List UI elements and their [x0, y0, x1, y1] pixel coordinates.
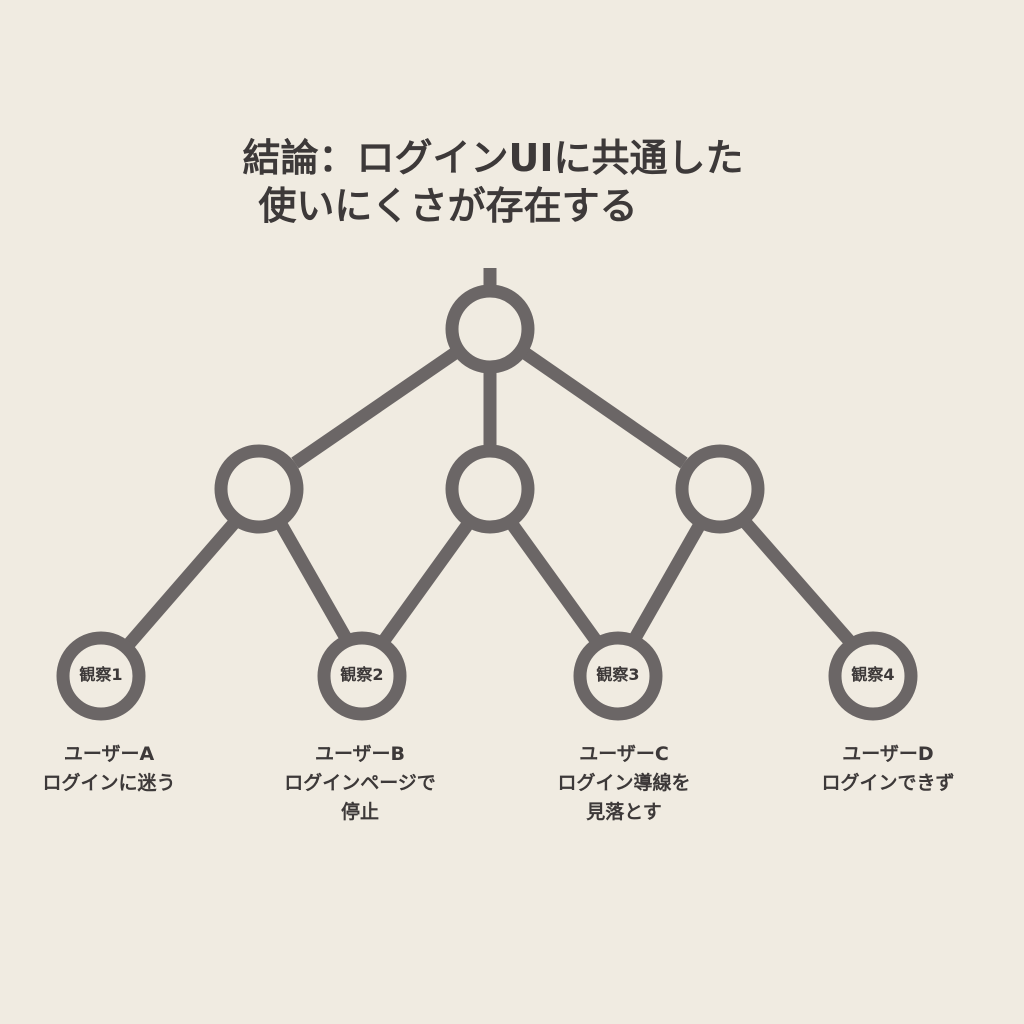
observation-node-2: [317, 631, 407, 721]
edge-mid1-obs1: [124, 517, 240, 649]
edge-mid1-obs2: [276, 522, 353, 644]
observation-caption-3: ユーザーC ログイン導線を 見落とす: [514, 740, 734, 827]
observation-node-3: [573, 631, 663, 721]
observation-caption-1: ユーザーA ログインに迷う: [0, 740, 219, 798]
caption-desc-1: ログインに迷う: [42, 772, 176, 794]
observation-label-3: 観察3: [596, 665, 640, 684]
caption-user-3: ユーザーC: [579, 743, 669, 765]
root-node: [445, 284, 535, 374]
observation-node-4: [828, 631, 918, 721]
observation-label-1: 観察1: [79, 665, 123, 684]
observation-caption-4: ユーザーD ログインできず: [778, 740, 998, 798]
edge-mid3-obs3: [628, 522, 705, 644]
mid-node-3: [675, 444, 765, 534]
edge-root-mid3: [518, 345, 688, 469]
conclusion-title-line2: 使いにくさが存在する: [258, 184, 638, 228]
caption-desc-3b: 見落とす: [586, 801, 662, 823]
conclusion-title-line1: 結論：ログインUIに共通した: [242, 136, 744, 180]
conclusion-title: 結論：ログインUIに共通した 使いにくさが存在する: [150, 134, 850, 230]
observation-caption-2: ユーザーB ログインページで 停止: [250, 740, 470, 827]
mid-node-1: [214, 444, 304, 534]
mid-node-2: [445, 444, 535, 534]
caption-desc-2b: 停止: [340, 801, 379, 823]
caption-desc-3a: ログイン導線を: [557, 772, 691, 794]
edge-mid2-obs3: [506, 520, 603, 646]
caption-desc-2a: ログインページで: [284, 772, 436, 794]
caption-user-2: ユーザーB: [314, 743, 406, 765]
caption-user-4: ユーザーD: [842, 743, 934, 765]
caption-desc-4: ログインできず: [821, 772, 955, 794]
edge-root-mid1: [291, 345, 462, 469]
caption-user-1: ユーザーA: [63, 743, 155, 765]
edge-mid3-obs4: [740, 517, 857, 649]
observation-label-4: 観察4: [851, 665, 895, 684]
observation-node-1: [56, 631, 146, 721]
edge-mid2-obs2: [377, 520, 474, 646]
observation-label-2: 観察2: [340, 665, 384, 684]
